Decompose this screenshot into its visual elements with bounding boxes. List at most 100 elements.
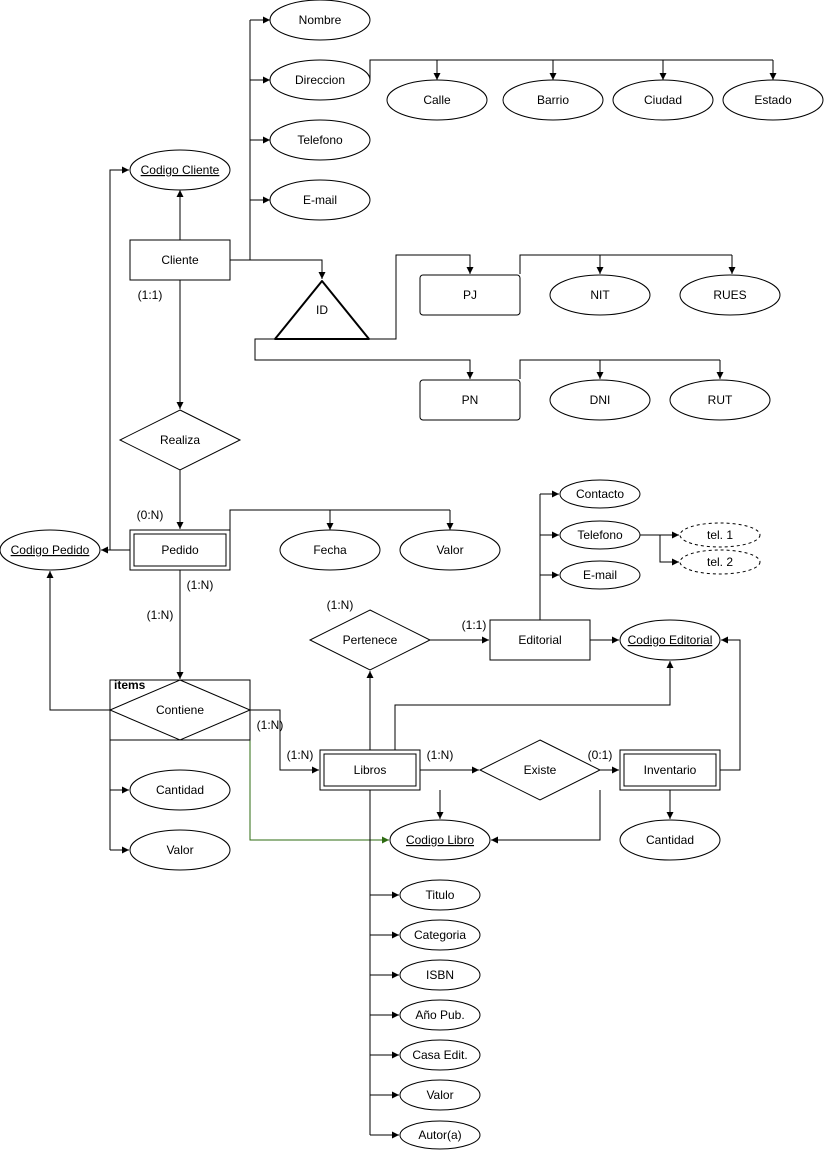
entity-editorial[interactable]: Editorial [489,619,591,661]
edge-pj-bus [519,254,732,274]
attr-tel1[interactable]: tel. 1 [679,522,761,548]
rel-realiza-label: Realiza [160,433,200,447]
attr-valor-items-label: Valor [166,843,193,857]
edge-libros-codeditorial [394,661,674,750]
attr-isbn-label: ISBN [426,968,454,982]
attr-valor-pedido[interactable]: Valor [399,529,501,571]
attr-dni[interactable]: DNI [549,379,651,421]
attr-telefono-editorial[interactable]: Telefono [559,520,641,550]
attr-email-cliente[interactable]: E-mail [269,179,371,221]
rel-contiene-label: Contiene [156,703,204,717]
attr-direccion[interactable]: Direccion [269,59,371,101]
card-pertenece: (1:N) [327,598,354,612]
attr-rues[interactable]: RUES [679,274,781,316]
attr-casa-edit-label: Casa Edit. [412,1048,467,1062]
attr-rut[interactable]: RUT [669,379,771,421]
card-existe-inventario: (0:1) [588,748,613,762]
attr-codigo-libro[interactable]: Codigo Libro [389,819,491,861]
attr-autor-label: Autor(a) [418,1128,461,1142]
items-container-label: items [114,678,146,692]
attr-direccion-label: Direccion [295,73,345,87]
entity-pj[interactable]: PJ [419,274,521,316]
rel-existe-label: Existe [524,763,557,777]
attr-valor-items[interactable]: Valor [129,829,231,871]
attr-tel1-label: tel. 1 [707,528,733,542]
attr-autor[interactable]: Autor(a) [399,1120,481,1150]
attr-tel2[interactable]: tel. 2 [679,549,761,575]
entity-editorial-label: Editorial [518,633,561,647]
edge-direccion-bus [369,59,773,80]
attr-calle-label: Calle [423,93,451,107]
attr-estado[interactable]: Estado [722,79,824,121]
attr-valor-libro[interactable]: Valor [399,1079,481,1111]
entity-libros-label: Libros [354,763,387,777]
card-contiene-libros-b: (1:N) [287,748,314,762]
attr-estado-label: Estado [754,93,792,107]
attr-isbn[interactable]: ISBN [399,959,481,991]
edge-id-pn [254,338,474,379]
card-contiene-libros-a: (1:N) [257,718,284,732]
entity-libros[interactable]: Libros [319,749,421,791]
entity-pn-label: PN [462,393,479,407]
rel-pertenece-label: Pertenece [343,633,398,647]
attr-nombre-label: Nombre [299,13,342,27]
card-pedido-contiene-a: (1:N) [187,578,214,592]
attr-fecha[interactable]: Fecha [279,529,381,571]
entity-pn[interactable]: PN [419,379,521,421]
attr-codigo-pedido[interactable]: Codigo Pedido [0,529,101,571]
attr-cantidad-items-label: Cantidad [156,783,204,797]
rel-existe[interactable]: Existe [478,739,602,801]
edge-codpedido-codcliente [109,166,129,550]
edge-pn-bus [519,359,720,379]
attr-valor-pedido-label: Valor [436,543,463,557]
entity-pedido[interactable]: Pedido [129,529,231,571]
attr-codigo-cliente-label: Codigo Cliente [141,163,220,177]
id-triangle[interactable]: ID [274,280,370,340]
attr-telefono-cliente[interactable]: Telefono [269,119,371,161]
attr-dni-label: DNI [590,393,611,407]
attr-codigo-cliente[interactable]: Codigo Cliente [129,149,231,191]
edge-inventario-codeditorial [720,636,741,771]
entity-cliente[interactable]: Cliente [129,239,231,281]
attr-codigo-libro-label: Codigo Libro [406,833,474,847]
attr-anio-pub[interactable]: Año Pub. [399,999,481,1031]
attr-calle[interactable]: Calle [386,79,488,121]
attr-casa-edit[interactable]: Casa Edit. [399,1039,481,1071]
attr-cantidad-items[interactable]: Cantidad [129,769,231,811]
attr-nombre[interactable]: Nombre [269,0,371,41]
rel-pertenece[interactable]: Pertenece [308,609,432,671]
attr-categoria[interactable]: Categoria [399,919,481,951]
rel-contiene[interactable]: Contiene [108,679,252,741]
edge-contiene-codlibro [249,740,389,844]
edges [46,16,777,1139]
attr-codigo-editorial[interactable]: Codigo Editorial [619,619,721,661]
card-editorial: (1:1) [462,618,487,632]
attr-codigo-editorial-label: Codigo Editorial [628,633,713,647]
entity-cliente-label: Cliente [161,253,199,267]
attr-titulo[interactable]: Titulo [399,879,481,911]
attr-contacto-label: Contacto [576,487,624,501]
entity-pj-label: PJ [463,288,477,302]
attr-nit-label: NIT [590,288,610,302]
attr-ciudad[interactable]: Ciudad [612,79,714,121]
rel-realiza[interactable]: Realiza [118,409,242,471]
card-libros-existe: (1:N) [427,748,454,762]
card-pedido-contiene-b: (1:N) [147,608,174,622]
entity-pedido-label: Pedido [161,543,199,557]
card-realiza-pedido: (0:N) [137,508,164,522]
attr-ciudad-label: Ciudad [644,93,682,107]
attr-cantidad-inventario-label: Cantidad [646,833,694,847]
attr-barrio[interactable]: Barrio [502,79,604,121]
edge-pedido-attr-bus [229,509,450,530]
attr-telefono-editorial-label: Telefono [577,528,623,542]
attr-rut-label: RUT [708,393,733,407]
attr-contacto[interactable]: Contacto [559,479,641,509]
attr-cantidad-inventario[interactable]: Cantidad [619,819,721,861]
edge-contiene-codpedido [46,571,110,711]
attr-categoria-label: Categoria [414,928,466,942]
entity-inventario[interactable]: Inventario [619,749,721,791]
attr-email-editorial[interactable]: E-mail [559,560,641,590]
attr-nit[interactable]: NIT [549,274,651,316]
